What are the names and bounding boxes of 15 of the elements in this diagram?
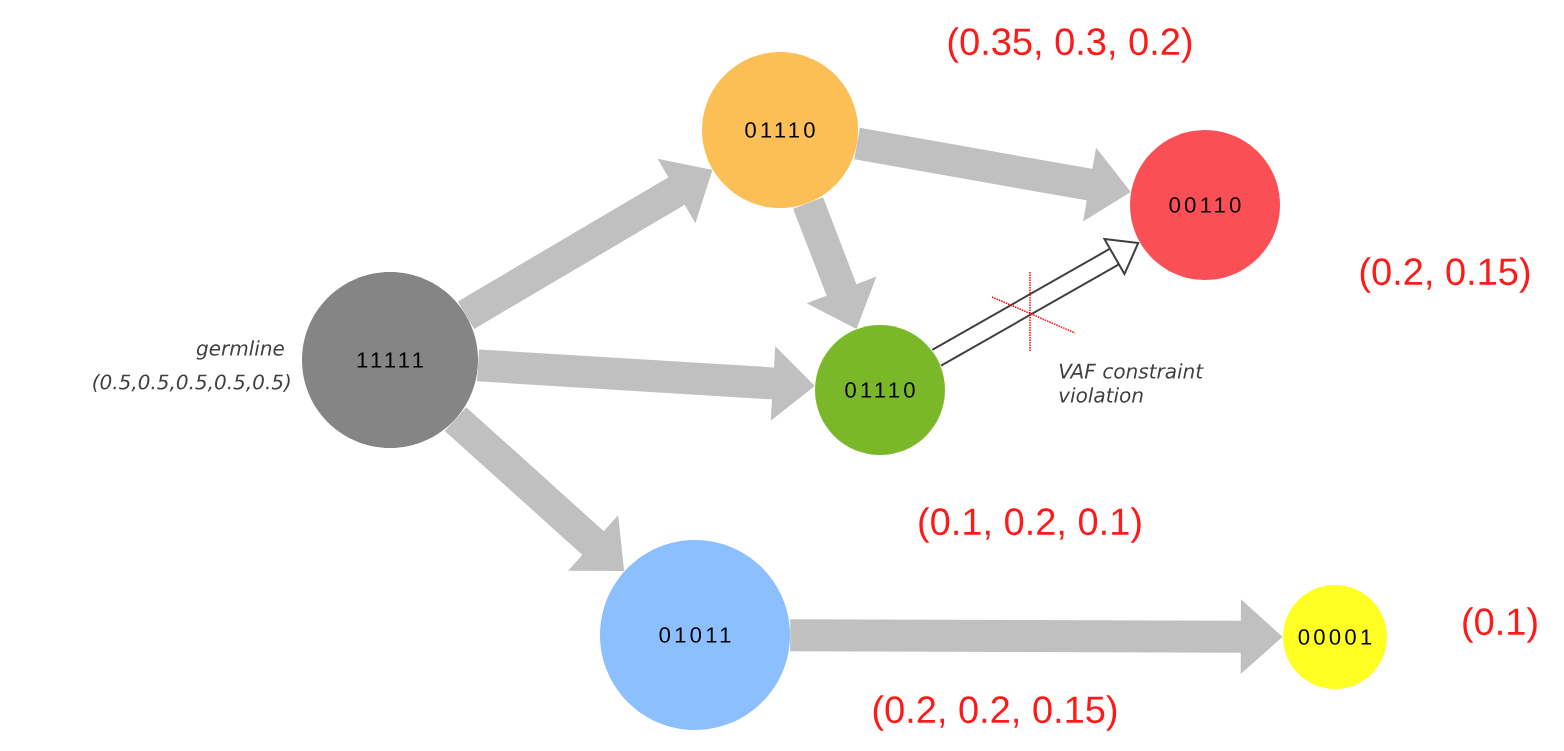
value-label: (0.2, 0.2, 0.15) — [873, 695, 1117, 731]
value-label: (0.1, 0.2, 0.1) — [919, 507, 1141, 543]
circle-node: 00110 — [1130, 130, 1280, 280]
value-label: (0.35, 0.3, 0.2) — [948, 27, 1192, 63]
value-label: (0.1) — [1463, 607, 1537, 643]
arrow — [931, 237, 1140, 367]
value-label: germline — [196, 340, 284, 360]
circle-node: 00001 — [1283, 585, 1387, 689]
edge-label: VAF constraint violation — [1059, 363, 1204, 403]
circle-node: 01011 — [600, 540, 790, 730]
value-label: (0.2, 0.15) — [1360, 257, 1530, 293]
circle-node: 01110 — [702, 52, 858, 208]
circle-node: 01110 — [815, 325, 945, 455]
circle-node: 11111 — [302, 272, 478, 448]
value-label: (0.5,0.5,0.5,0.5,0.5) — [93, 374, 290, 392]
